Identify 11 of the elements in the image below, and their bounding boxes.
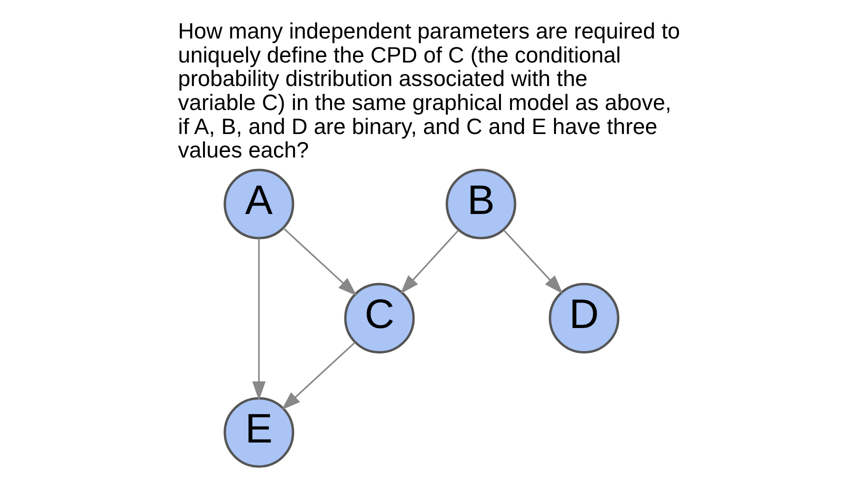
arrow <box>252 238 266 400</box>
diagram-title: How many independent parameters are required to uniquely define the CPD of C (the conditional probability distribution associated with the variable C) in the same graphical model as above, if A, B, and D are binary, and C and E have three values each? <box>178 18 680 163</box>
node-circle: E <box>224 397 294 468</box>
node-circle: A <box>224 168 294 240</box>
arrow <box>282 228 357 296</box>
node-circle: C <box>344 282 415 354</box>
node-circle: B <box>446 168 516 240</box>
arrow <box>400 230 460 294</box>
arrow <box>282 342 356 410</box>
node-circle: D <box>548 282 620 354</box>
arrow <box>503 230 563 294</box>
